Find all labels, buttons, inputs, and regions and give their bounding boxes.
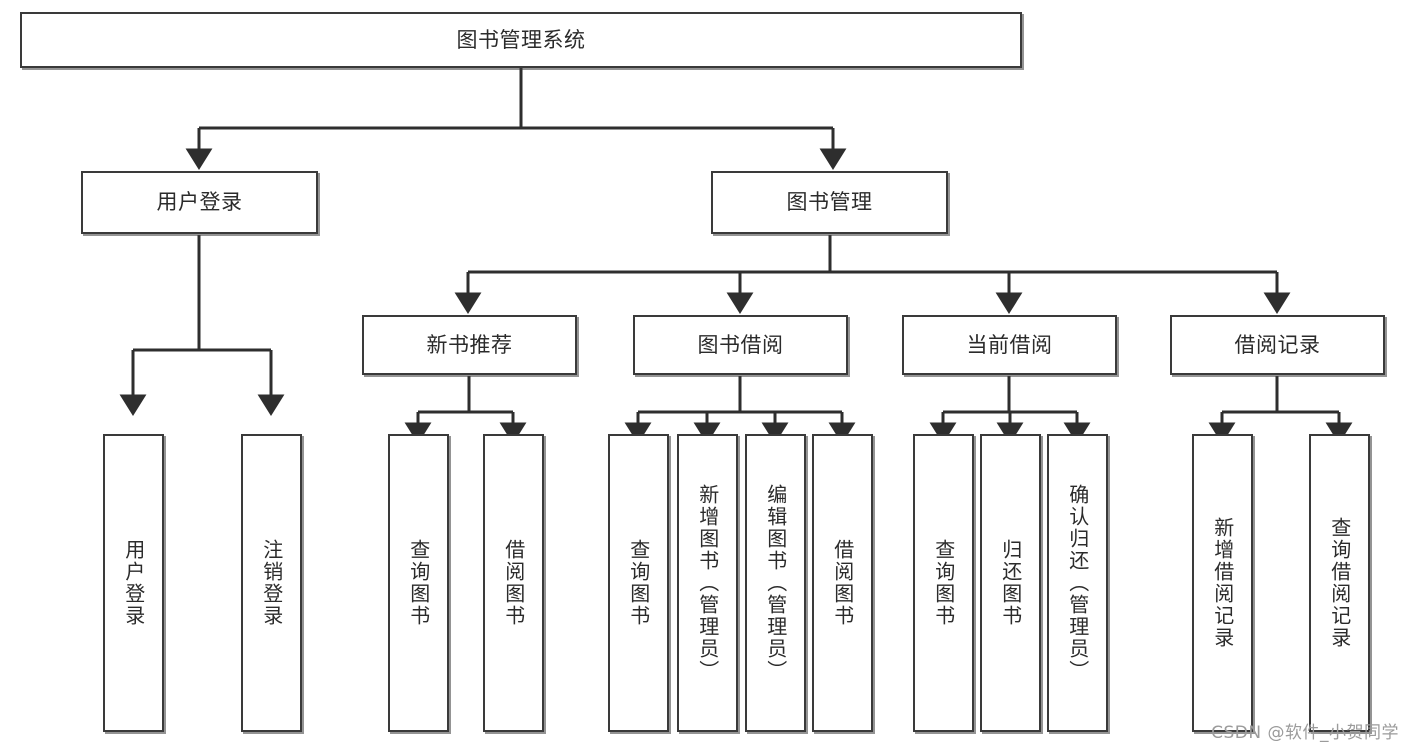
leaf-label: 借阅图书 [830,539,855,627]
leaf-current-borrow-confirm-return-admin[interactable]: 确认归还（管理员） [1047,434,1108,732]
node-new-book-recommend[interactable]: 新书推荐 [362,315,577,375]
leaf-label: 借阅图书 [501,539,526,627]
leaf-label: 用户登录 [121,539,146,627]
leaf-label: 查询图书 [931,539,956,627]
node-label: 借阅记录 [1234,332,1321,357]
leaf-new-book-query-book[interactable]: 查询图书 [388,434,449,732]
leaf-label: 编辑图书（管理员） [763,484,788,682]
leaf-label: 查询图书 [406,539,431,627]
leaf-new-book-borrow-book[interactable]: 借阅图书 [483,434,544,732]
leaf-current-borrow-return-book[interactable]: 归还图书 [980,434,1041,732]
leaf-book-borrow-edit-book-admin[interactable]: 编辑图书（管理员） [745,434,806,732]
node-label: 新书推荐 [426,332,513,357]
node-label: 图书管理系统 [456,27,586,52]
leaf-book-borrow-query-book[interactable]: 查询图书 [608,434,669,732]
node-label: 用户登录 [156,190,243,215]
leaf-user-login-login[interactable]: 用户登录 [103,434,164,732]
node-label: 图书管理 [786,190,873,215]
node-borrow-record[interactable]: 借阅记录 [1170,315,1385,375]
leaf-user-login-logout[interactable]: 注销登录 [241,434,302,732]
leaf-label: 查询借阅记录 [1327,517,1352,649]
node-label: 图书借阅 [697,332,784,357]
node-user-login[interactable]: 用户登录 [81,171,318,234]
leaf-label: 注销登录 [259,539,284,627]
leaf-borrow-record-query-record[interactable]: 查询借阅记录 [1309,434,1370,732]
node-book-management[interactable]: 图书管理 [711,171,948,234]
node-label: 当前借阅 [966,332,1053,357]
node-book-borrow[interactable]: 图书借阅 [633,315,848,375]
node-current-borrow[interactable]: 当前借阅 [902,315,1117,375]
leaf-book-borrow-borrow-book[interactable]: 借阅图书 [812,434,873,732]
leaf-current-borrow-query-book[interactable]: 查询图书 [913,434,974,732]
leaf-label: 新增图书（管理员） [695,484,720,682]
leaf-label: 确认归还（管理员） [1065,484,1090,682]
leaf-borrow-record-add-record[interactable]: 新增借阅记录 [1192,434,1253,732]
watermark-text: CSDN @软件_小贺同学 [1211,723,1399,743]
leaf-label: 归还图书 [998,539,1023,627]
node-root-book-management-system[interactable]: 图书管理系统 [20,12,1022,68]
leaf-label: 查询图书 [626,539,651,627]
leaf-book-borrow-add-book-admin[interactable]: 新增图书（管理员） [677,434,738,732]
leaf-label: 新增借阅记录 [1210,517,1235,649]
